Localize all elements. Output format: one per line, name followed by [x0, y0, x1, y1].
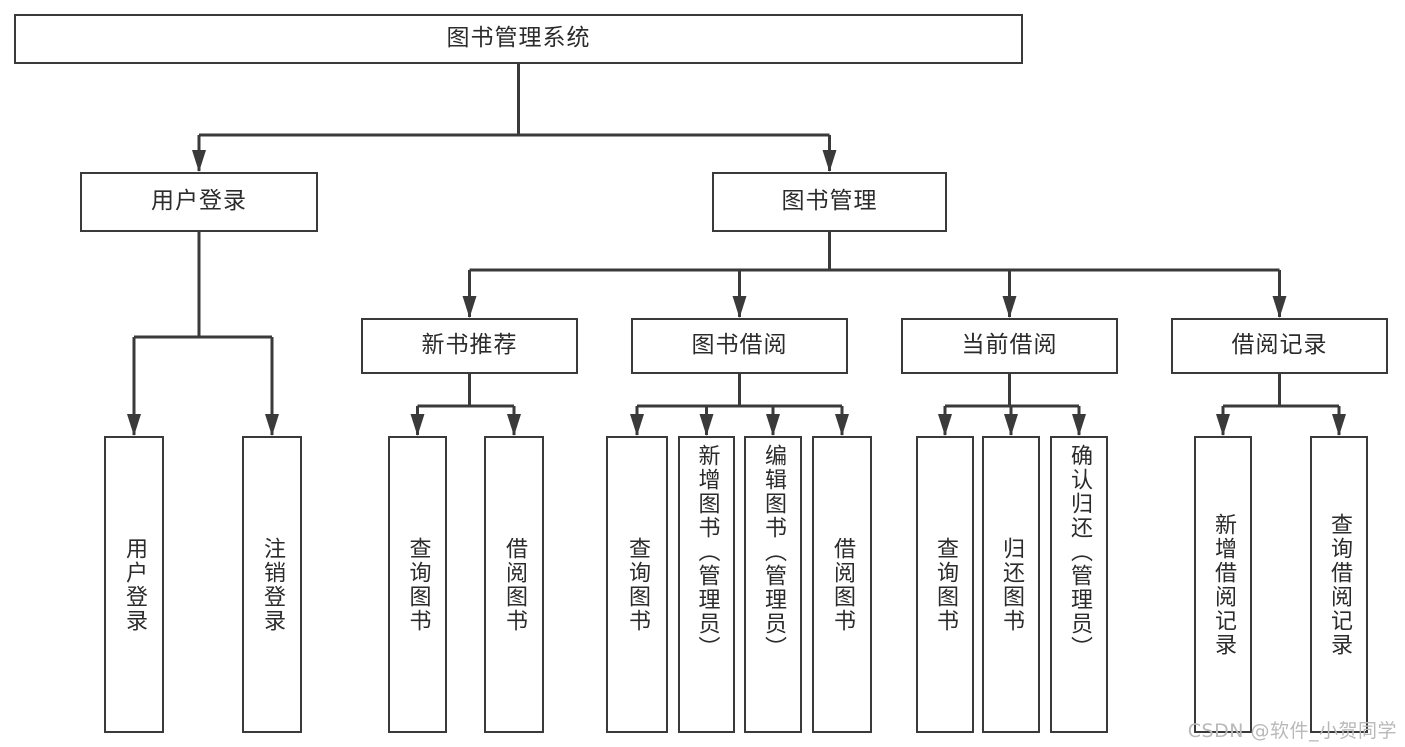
node-label: 查询借阅记录	[1326, 512, 1352, 657]
node-label: 新增借阅记录	[1210, 512, 1236, 657]
node-leaf-borrow-query-book[interactable]: 查询图书	[606, 436, 668, 733]
node-leaf-cur-query-book[interactable]: 查询图书	[916, 436, 974, 733]
node-label: 图书管理系统	[446, 25, 591, 52]
node-label: 借阅图书	[501, 536, 527, 633]
node-leaf-rec-query-book[interactable]: 查询图书	[388, 436, 447, 733]
node-label: 查询图书	[405, 536, 431, 633]
node-leaf-rec-add-record[interactable]: 新增借阅记录	[1194, 436, 1252, 733]
node-label: 查询图书	[624, 536, 650, 633]
node-leaf-cur-return-book[interactable]: 归还图书	[982, 436, 1040, 733]
node-leaf-borrow-add-book[interactable]: 新增图书（管理员）	[678, 436, 735, 733]
node-leaf-user-login[interactable]: 用户登录	[104, 436, 164, 733]
node-leaf-rec-borrow-book[interactable]: 借阅图书	[484, 436, 544, 733]
node-label: 归还图书	[998, 536, 1024, 633]
node-label: 用户登录	[121, 536, 147, 633]
node-label: 注销登录	[259, 536, 285, 633]
node-current-borrow[interactable]: 当前借阅	[901, 318, 1118, 374]
node-root[interactable]: 图书管理系统	[14, 14, 1023, 64]
node-label: 新书推荐	[421, 332, 518, 359]
watermark: CSDN @软件_小贺同学	[1187, 720, 1397, 742]
node-label: 用户登录	[151, 188, 247, 215]
node-leaf-borrow-edit-book[interactable]: 编辑图书（管理员）	[744, 436, 802, 733]
node-new-book-rec[interactable]: 新书推荐	[361, 318, 578, 374]
node-label: 图书管理	[781, 188, 878, 215]
node-label: 编辑图书（管理员）	[760, 444, 786, 660]
node-label: 确认归还（管理员）	[1066, 444, 1092, 660]
node-label: 查询图书	[932, 536, 958, 633]
node-leaf-user-logout[interactable]: 注销登录	[242, 436, 302, 733]
node-user-login[interactable]: 用户登录	[80, 172, 318, 232]
node-leaf-cur-confirm-return[interactable]: 确认归还（管理员）	[1050, 436, 1108, 733]
node-leaf-rec-query-record[interactable]: 查询借阅记录	[1310, 436, 1368, 733]
node-book-manage[interactable]: 图书管理	[712, 172, 947, 232]
node-leaf-borrow-lend-book[interactable]: 借阅图书	[812, 436, 872, 733]
node-borrow-record[interactable]: 借阅记录	[1171, 318, 1388, 374]
node-label: 借阅图书	[829, 536, 855, 633]
node-label: 当前借阅	[961, 332, 1058, 359]
node-label: 新增图书（管理员）	[694, 444, 720, 660]
node-label: 借阅记录	[1231, 332, 1328, 359]
node-book-borrow[interactable]: 图书借阅	[631, 318, 848, 374]
node-label: 图书借阅	[691, 332, 788, 359]
